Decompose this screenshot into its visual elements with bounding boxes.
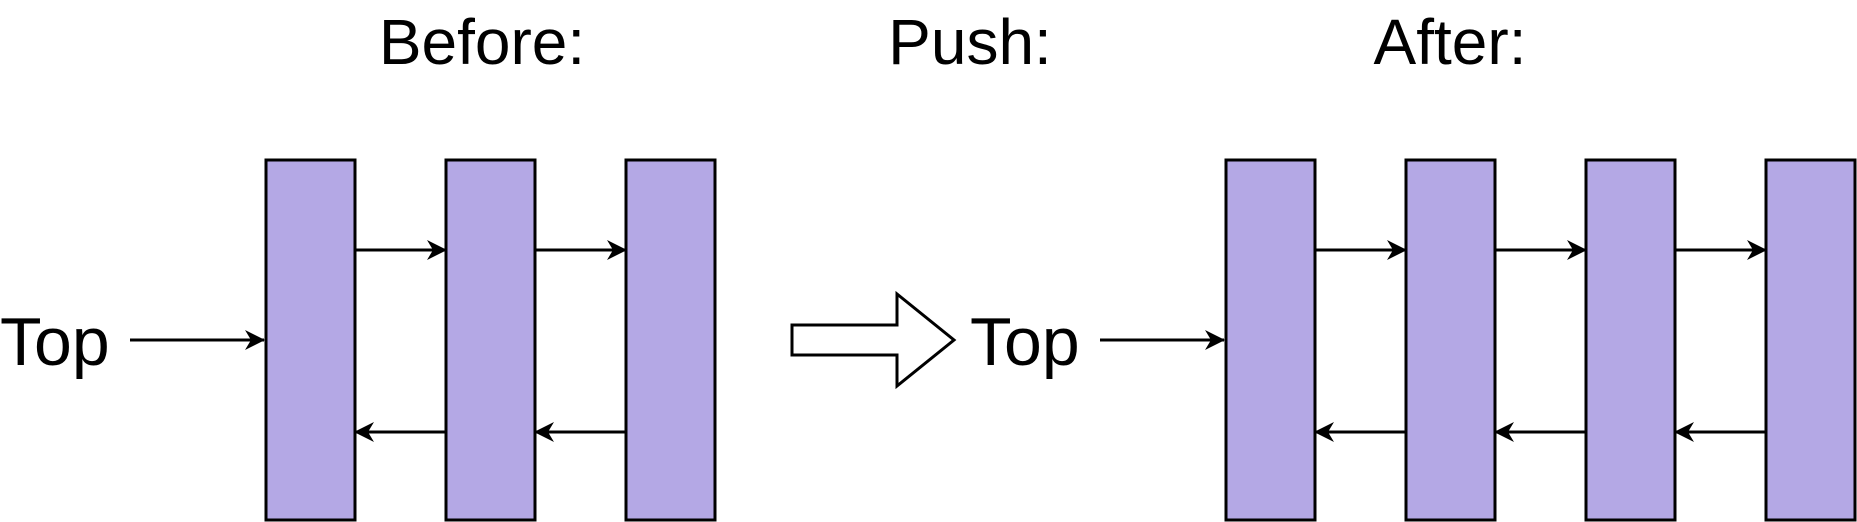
before-linked-list: Top [0, 158, 717, 522]
after-heading: After: [1374, 6, 1527, 78]
before-top-label: Top [0, 304, 110, 380]
hollow-right-arrow-icon [790, 290, 957, 390]
before-node-3 [624, 158, 717, 522]
after-node-2 [1404, 158, 1497, 522]
before-node-1 [264, 158, 357, 522]
after-node-1 [1224, 158, 1317, 522]
after-node-3 [1584, 158, 1677, 522]
after-node-4 [1764, 158, 1857, 522]
before-node-2 [444, 158, 537, 522]
before-heading: Before: [379, 6, 585, 78]
push-heading: Push: [888, 6, 1052, 78]
after-linked-list: Top [970, 158, 1857, 522]
after-top-label: Top [970, 304, 1080, 380]
